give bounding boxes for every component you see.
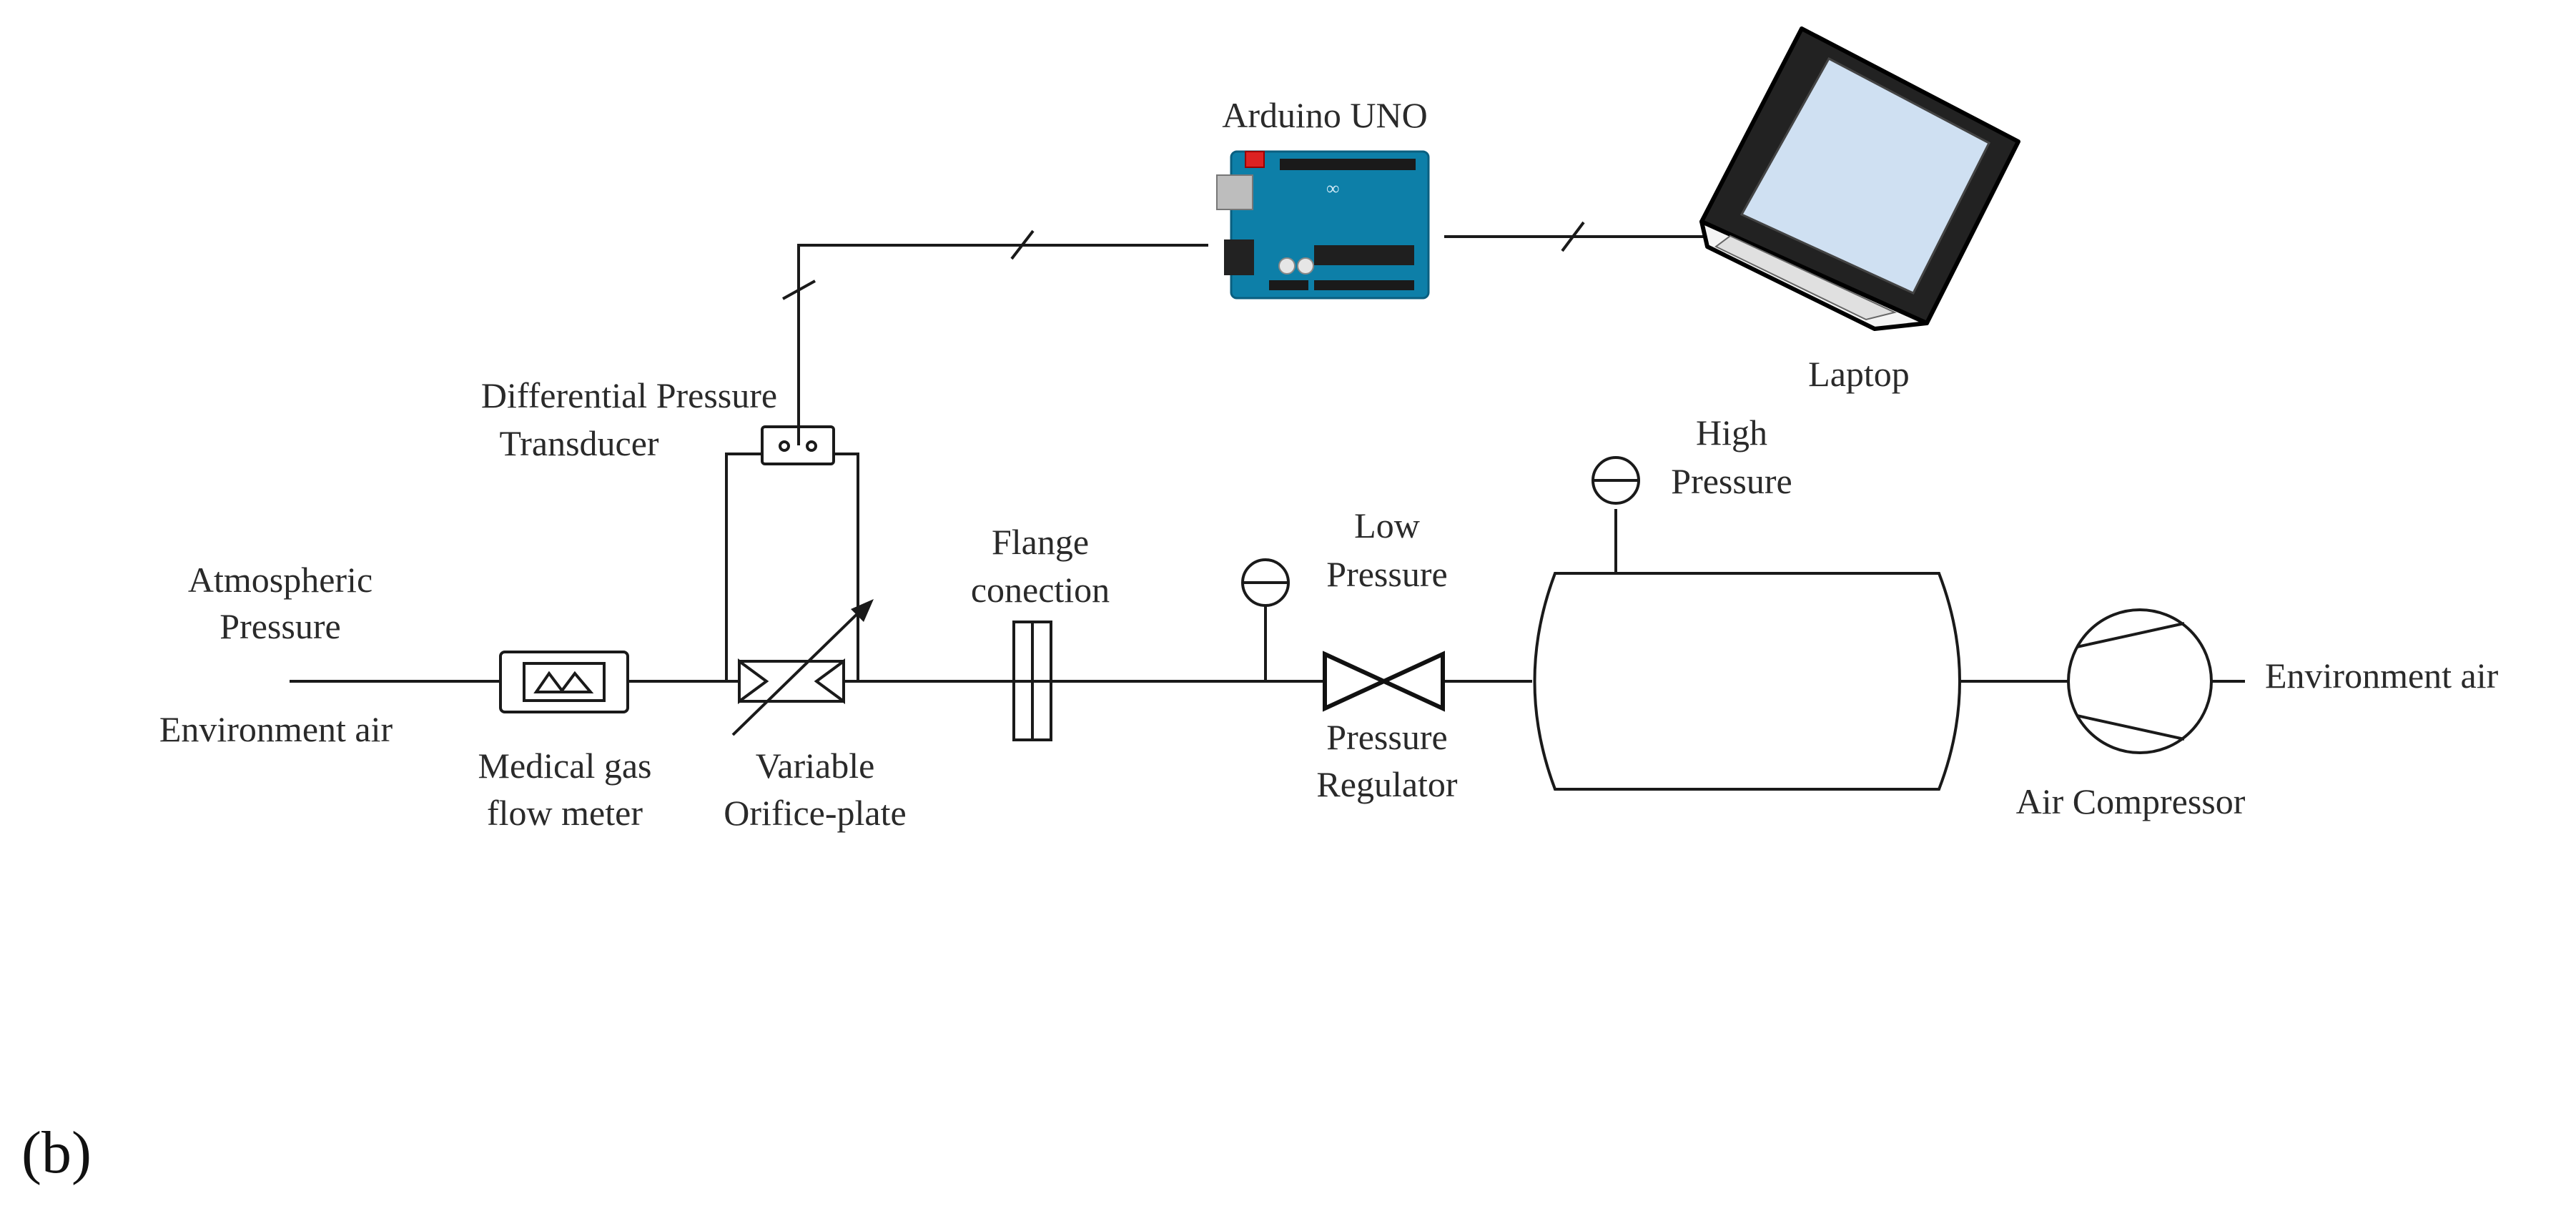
dp-tap-downstream — [834, 453, 859, 681]
arduino-power-jack — [1224, 239, 1254, 275]
laptop-keyboard — [1714, 234, 1897, 321]
label-flowmeter-line2: flow meter — [487, 793, 643, 833]
label-flange-line2: conection — [971, 570, 1110, 610]
variable-orifice-symbol — [731, 599, 874, 736]
label-atmospheric-line1: Atmospheric — [188, 560, 372, 600]
arduino-digital-header — [1280, 159, 1416, 170]
orifice-cone-right — [814, 658, 845, 704]
label-laptop: Laptop — [1808, 354, 1910, 394]
flange-connection-symbol — [1012, 621, 1052, 741]
label-orifice-line1: Variable — [756, 746, 875, 786]
label-high-pressure-line1: High — [1696, 412, 1767, 453]
flange-plate-right — [1031, 621, 1052, 741]
label-low-pressure-line2: Pressure — [1326, 554, 1447, 594]
compressor-line-bottom — [2076, 714, 2185, 741]
arduino-reset-button — [1245, 151, 1265, 168]
label-high-pressure-line2: Pressure — [1671, 461, 1792, 501]
label-regulator-line2: Regulator — [1316, 764, 1458, 804]
label-dp-transducer-line2: Transducer — [499, 423, 658, 463]
bus-tick-horizontal — [1010, 229, 1035, 260]
label-regulator-line1: Pressure — [1326, 717, 1447, 757]
label-environment-air-left: Environment air — [159, 709, 393, 749]
flow-meter-symbol — [499, 651, 629, 713]
regulator-bowtie — [1323, 651, 1445, 712]
transducer-to-arduino-wire — [797, 244, 1208, 445]
air-compressor-symbol — [2067, 608, 2213, 754]
flow-meter-float-icon — [533, 671, 594, 693]
label-orifice-line2: Orifice-plate — [724, 793, 906, 833]
arduino-usb-port — [1216, 174, 1253, 210]
signal-wiring — [782, 221, 1703, 445]
compressor-line-top — [2076, 622, 2185, 648]
arduino-power-header — [1269, 280, 1308, 290]
dp-transducer — [725, 425, 859, 681]
label-flowmeter-line1: Medical gas — [478, 746, 652, 786]
arduino-analog-header — [1314, 280, 1414, 290]
arduino-logo: ∞ — [1326, 178, 1340, 199]
dp-port-right — [806, 440, 817, 452]
label-environment-air-right: Environment air — [2265, 656, 2499, 696]
dp-transducer-box — [761, 425, 835, 465]
arduino-capacitor-2 — [1297, 257, 1314, 275]
bus-tick-vertical — [782, 280, 816, 300]
flow-meter-window — [523, 662, 606, 702]
arduino-pcb — [1230, 150, 1430, 300]
arduino-capacitor — [1278, 257, 1296, 275]
label-arduino: Arduino UNO — [1222, 95, 1427, 135]
orifice-variable-arrow-shaft — [731, 605, 867, 736]
panel-label: (b) — [21, 1119, 92, 1186]
orifice-cone-left — [738, 658, 769, 704]
dp-port-left — [779, 440, 790, 452]
bus-tick-laptop — [1561, 221, 1585, 252]
pressure-regulator-valve — [1323, 651, 1445, 712]
air-tank — [1533, 456, 1961, 791]
diagram-labels: Arduino UNO Laptop Differential Pressure… — [21, 95, 2499, 1186]
orifice-variable-arrow-head — [851, 599, 874, 622]
label-flange-line1: Flange — [992, 522, 1089, 562]
label-dp-transducer-line1: Differential Pressure — [481, 375, 777, 415]
laptop-icon — [1699, 26, 2020, 331]
arduino-chip — [1314, 245, 1414, 265]
label-atmospheric-line2: Pressure — [219, 606, 340, 646]
compressor-circle — [2067, 608, 2213, 754]
tank-body — [1533, 572, 1961, 791]
laptop-screen — [1739, 56, 1991, 295]
low-pressure-gauge — [1241, 558, 1290, 681]
label-low-pressure-line1: Low — [1354, 505, 1420, 545]
arduino-uno-board: ∞ — [1216, 150, 1430, 300]
dp-tap-upstream — [725, 453, 762, 681]
label-air-compressor: Air Compressor — [2016, 781, 2246, 821]
flow-meter-body — [499, 651, 629, 713]
